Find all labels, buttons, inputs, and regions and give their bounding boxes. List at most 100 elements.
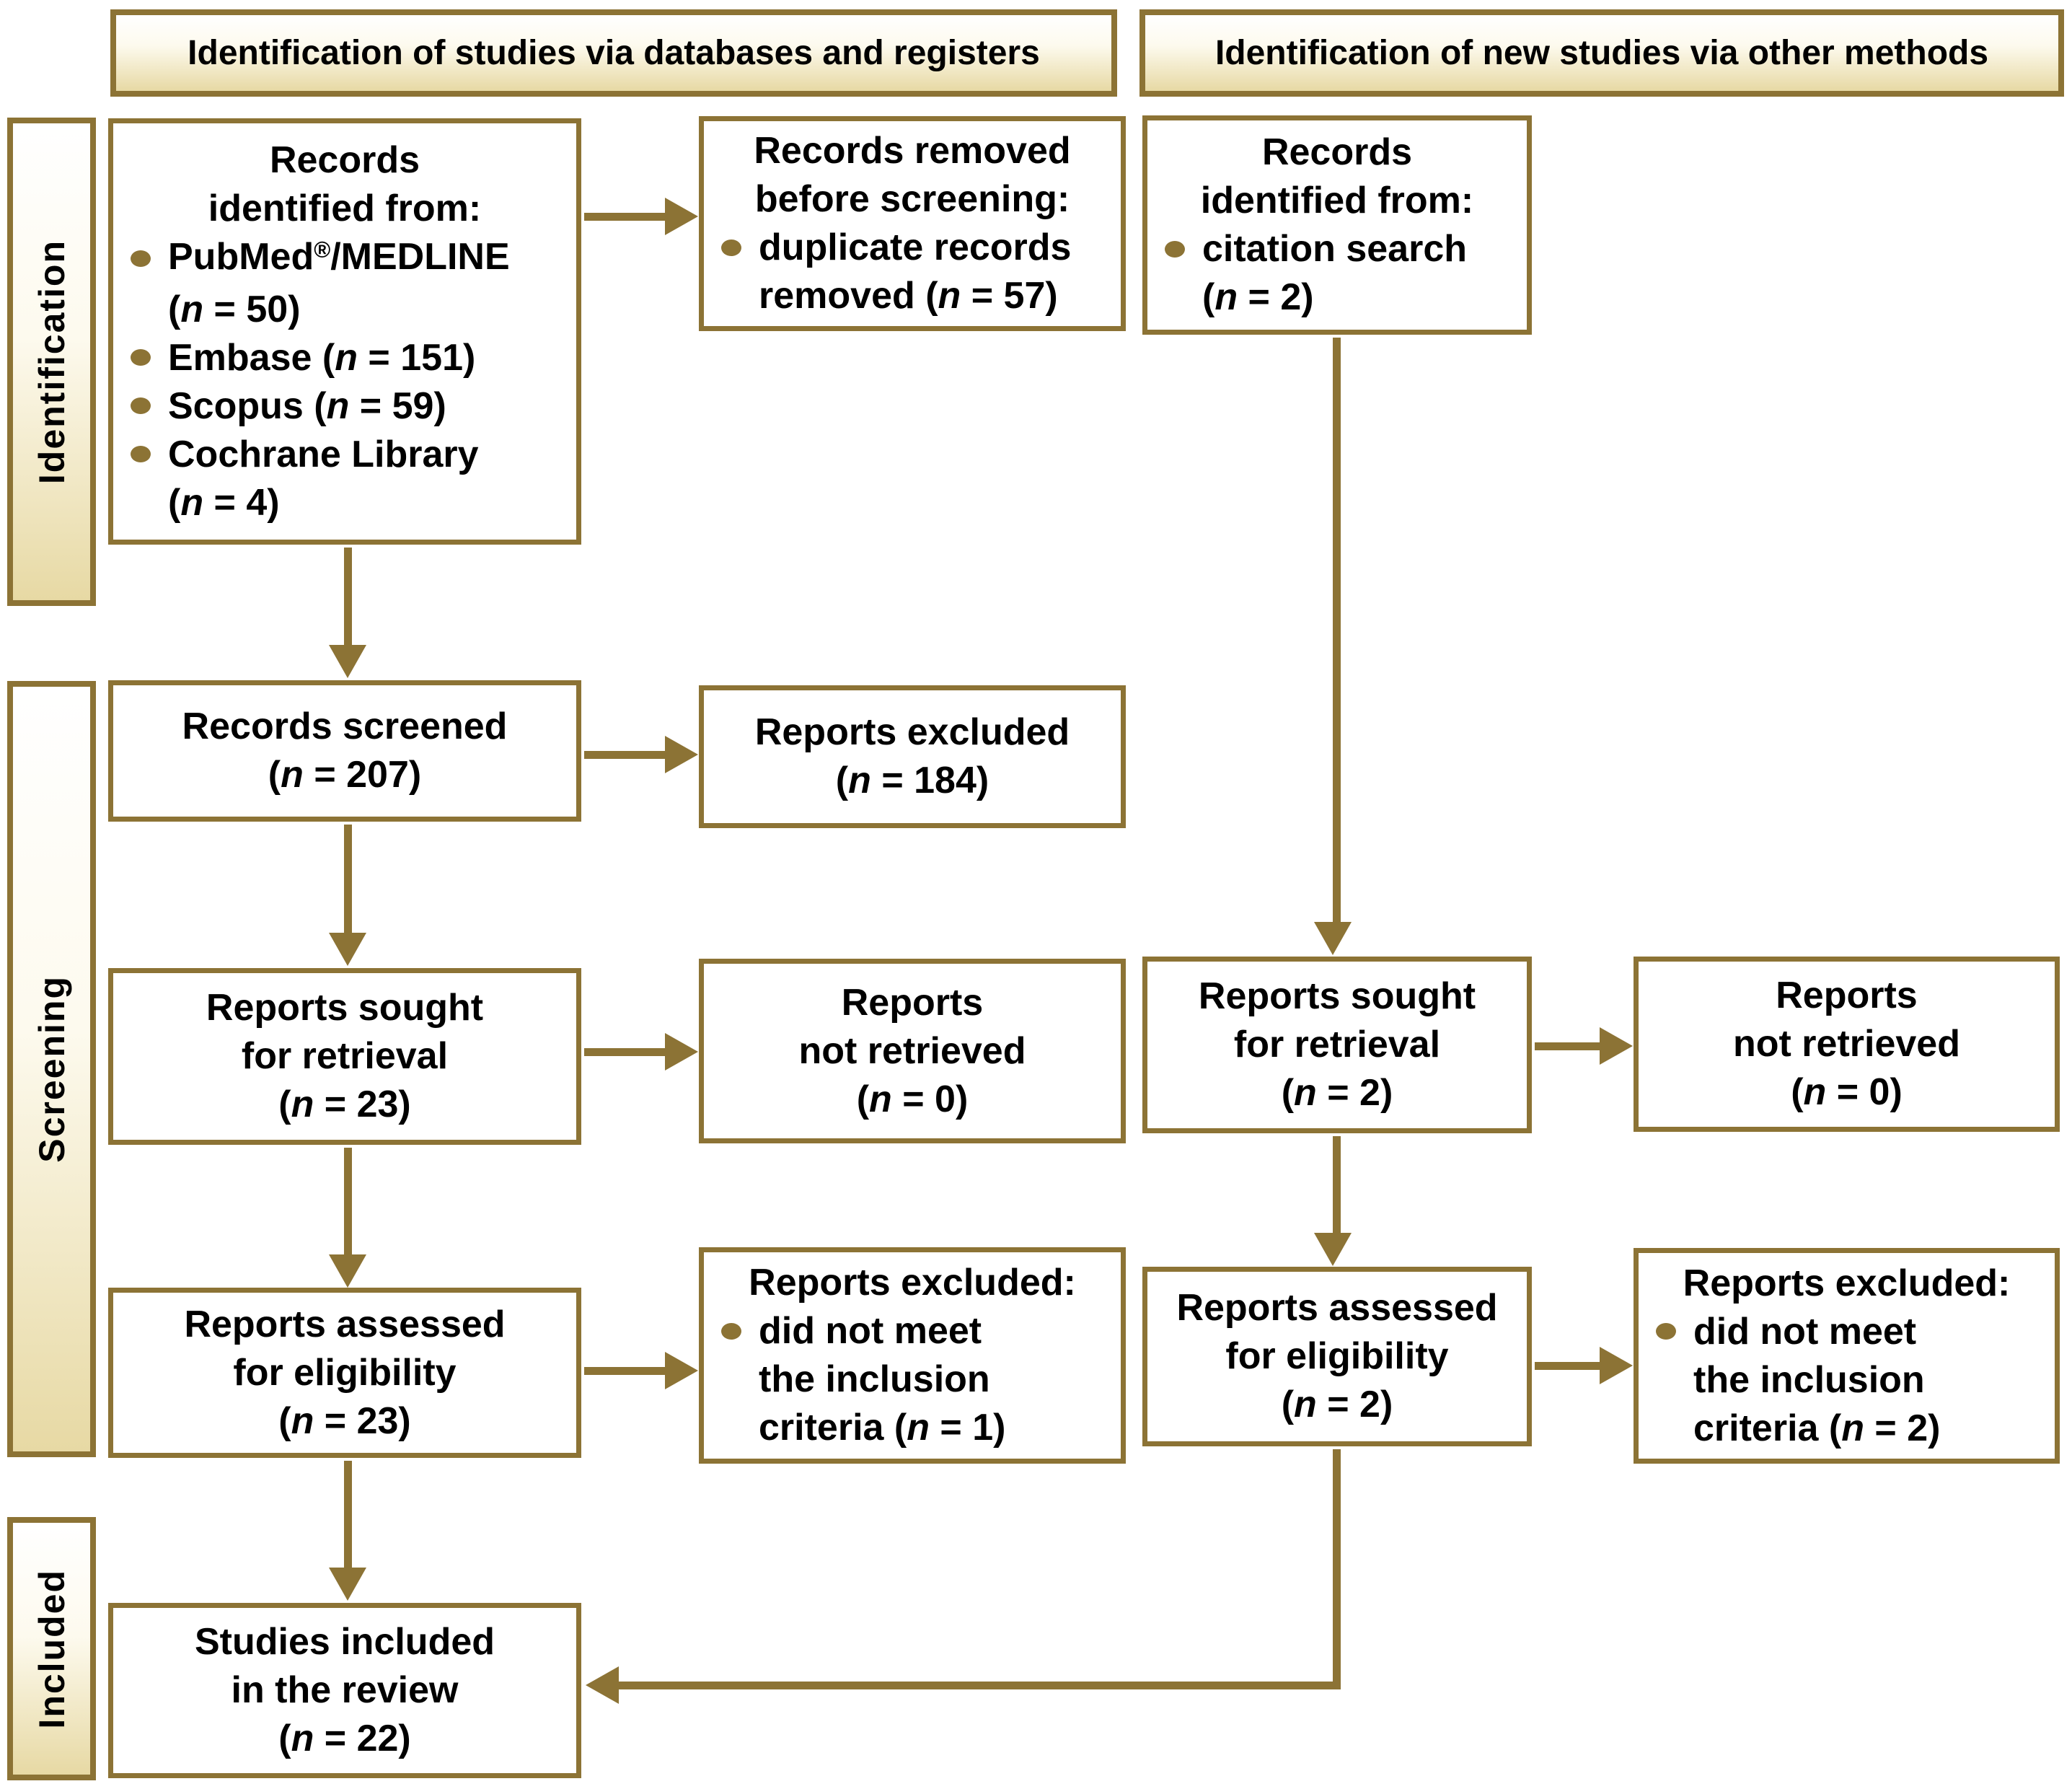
text-line: duplicate records <box>714 224 1111 272</box>
text-line: (n = 2) <box>1202 276 1314 318</box>
bullet-icon <box>721 1322 741 1340</box>
text-line: for eligibility <box>1225 1335 1449 1377</box>
arrow-assessed-to-excluded-db-shaft <box>584 1367 665 1375</box>
arrow-sought-to-notretrieved-db-shaft <box>584 1048 665 1056</box>
text-line: (n = 0) <box>856 1078 969 1120</box>
arrow-assessed-to-excluded-other-shaft <box>1535 1362 1601 1370</box>
text-line: (n = 23) <box>278 1399 411 1442</box>
arrow-sought-to-assessed-db-head <box>329 1254 366 1288</box>
arrow-assessed-other-to-included-vertical <box>1333 1449 1341 1689</box>
arrow-sought-to-assessed-other-shaft <box>1333 1136 1341 1233</box>
arrow-sought-to-assessed-db-shaft <box>344 1148 352 1254</box>
bullet-icon <box>131 250 151 267</box>
text-line: Reports sought <box>206 987 484 1029</box>
text-line: not retrieved <box>798 1029 1026 1072</box>
header-label: Identification of new studies via other … <box>1214 34 1989 72</box>
box-reports-assessed-other: Reports assessed for eligibility (n = 2) <box>1142 1267 1532 1446</box>
text-line: (n = 184) <box>835 760 989 801</box>
box-records-removed-before-screening: Records removed before screening:duplicat… <box>699 116 1126 331</box>
text-line: identified from: <box>208 187 482 229</box>
arrow-identified-to-screened-head <box>329 645 366 678</box>
text-line: (n = 50) <box>168 288 301 330</box>
arrow-screened-to-sought-shaft <box>344 825 352 933</box>
box-records-screened: Records screened (n = 207) <box>108 680 581 822</box>
text-line: for retrieval <box>241 1035 449 1077</box>
arrow-identified-to-removed-head <box>665 198 698 235</box>
bullet-icon <box>131 446 151 462</box>
bullet-icon <box>1165 240 1185 258</box>
text-line: (n = 23) <box>278 1083 411 1125</box>
arrow-assessed-to-included-head <box>329 1568 366 1601</box>
text-line: not retrieved <box>1733 1023 1960 1065</box>
text-line: Records <box>269 139 420 181</box>
text-line: Records removed <box>754 130 1071 172</box>
box-records-identified-other-methods: Records identified from:citation search(n… <box>1142 115 1532 335</box>
box-reports-not-retrieved-databases: Reports not retrieved (n = 0) <box>699 959 1126 1143</box>
text-line: Reports <box>841 981 984 1024</box>
arrow-identified-to-removed-shaft <box>584 213 665 221</box>
box-reports-sought-databases: Reports sought for retrieval (n = 23) <box>108 968 581 1145</box>
header-databases-registers: Identification of studies via databases … <box>110 9 1117 97</box>
text-line: before screening: <box>754 178 1070 220</box>
stage-label: Screening <box>31 975 72 1163</box>
text-line: (n = 22) <box>278 1718 411 1759</box>
arrow-identified-to-screened-shaft <box>344 548 352 645</box>
text-line: citation search <box>1158 225 1517 273</box>
text-line: did not meet <box>1649 1308 2045 1356</box>
box-studies-included: Studies included in the review (n = 22) <box>108 1603 581 1778</box>
arrow-assessed-to-excluded-db-head <box>665 1352 698 1389</box>
text-line: in the review <box>231 1669 459 1711</box>
arrow-screened-to-excluded-head <box>665 736 698 773</box>
text-line: (n = 207) <box>268 754 422 796</box>
text-line: for eligibility <box>233 1351 457 1394</box>
stage-label: Identification <box>31 239 72 485</box>
text-line: Reports excluded: <box>749 1262 1076 1304</box>
arrow-citation-to-sought-shaft <box>1333 338 1341 922</box>
text-line: criteria (n = 2) <box>1693 1407 1941 1449</box>
text-line: criteria (n = 1) <box>759 1407 1006 1449</box>
text-line: (n = 2) <box>1281 1072 1393 1114</box>
text-line: identified from: <box>1200 180 1474 221</box>
text-line: Records screened <box>182 706 508 747</box>
text-line: Reports excluded: <box>1683 1262 2011 1304</box>
text-line: PubMed®/MEDLINE <box>123 233 566 286</box>
arrow-sought-to-notretrieved-other-shaft <box>1535 1042 1601 1050</box>
text-line: (n = 4) <box>168 481 280 524</box>
text-line: the inclusion <box>759 1358 990 1400</box>
arrow-assessed-other-to-included-horizontal <box>619 1682 1336 1689</box>
bullet-icon <box>131 397 151 414</box>
arrow-assessed-to-included-shaft <box>344 1461 352 1568</box>
text-line: Reports sought <box>1198 975 1476 1017</box>
box-reports-assessed-databases: Reports assessed for eligibility (n = 23) <box>108 1288 581 1458</box>
arrow-assessed-to-excluded-other-head <box>1600 1347 1633 1384</box>
stage-bar-identification: Identification <box>7 118 96 606</box>
text-line: did not meet <box>714 1307 1111 1355</box>
arrow-assessed-other-to-included-head <box>586 1666 619 1704</box>
arrow-sought-to-assessed-other-head <box>1314 1233 1352 1266</box>
text-line: Reports assessed <box>1176 1287 1498 1329</box>
arrow-sought-to-notretrieved-db-head <box>665 1033 698 1071</box>
text-line: Studies included <box>194 1621 495 1663</box>
stage-bar-screening: Screening <box>7 681 96 1457</box>
text-line: Reports assessed <box>184 1303 506 1345</box>
text-line: (n = 0) <box>1791 1071 1903 1113</box>
header-label: Identification of studies via databases … <box>188 34 1040 72</box>
text-line: (n = 2) <box>1281 1384 1393 1425</box>
text-line: Reports excluded <box>754 711 1070 753</box>
bullet-icon <box>1656 1323 1676 1340</box>
header-other-methods: Identification of new studies via other … <box>1139 9 2064 97</box>
text-line: Records <box>1261 131 1413 173</box>
bullet-icon <box>721 239 741 256</box>
arrow-citation-to-sought-head <box>1314 922 1352 955</box>
bullet-icon <box>131 349 151 366</box>
arrow-screened-to-sought-head <box>329 933 366 966</box>
box-reports-excluded: Reports excluded (n = 184) <box>699 685 1126 828</box>
arrow-screened-to-excluded-shaft <box>584 751 665 759</box>
stage-bar-included: Included <box>7 1517 96 1780</box>
arrow-sought-to-notretrieved-other-head <box>1600 1027 1633 1065</box>
